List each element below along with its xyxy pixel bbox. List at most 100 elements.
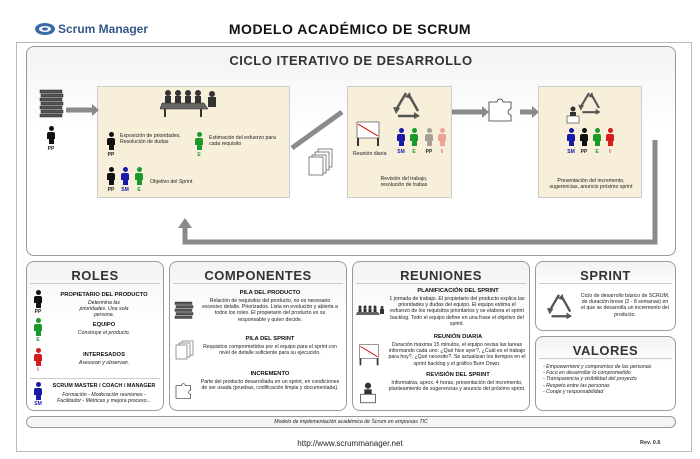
roles-title: ROLES [71,268,119,283]
outer-frame [16,42,692,452]
daily-meeting-icon [356,343,382,367]
product-owner-figure [47,126,55,144]
role-pp-desc: Determina las prioridades. Una sola pers… [79,300,129,319]
team-figure-goal [135,167,143,185]
role-pp-tag: PP [34,309,42,315]
components-panel: COMPONENTES [169,261,347,411]
role-sm-tag: SM [34,401,42,407]
e-label-goal: E [137,187,141,193]
page-title: MODELO ACADÉMICO DE SCRUM [228,21,472,37]
component-increment-head: INCREMENTO [250,371,290,377]
logo-text: Scrum Manager [58,22,149,36]
sprint-backlog-icon [174,340,194,362]
pp-figure-review [580,128,588,146]
role-e-figure [34,318,42,336]
logo: Scrum Manager [34,20,148,38]
i-label-daily: I [441,149,443,155]
e-label-review: E [595,149,599,155]
stakeholder-figure-review [606,128,614,146]
meeting-planning-head: PLANIFICACIÓN DEL SPRINT [417,288,499,294]
sprint-title: SPRINT [580,268,631,283]
sprint-review-area [538,86,642,198]
review-meeting-icon [356,382,380,404]
e-label-planning: E [197,152,201,158]
role-i-tag: I [37,367,39,373]
components-title: COMPONENTES [204,268,312,283]
stakeholder-figure-daily [438,128,446,146]
sprint-sep [539,283,672,284]
role-i-head: INTERESADOS [83,352,125,358]
meeting-daily-desc: Duración máxima 15 minutos, el equipo re… [388,342,526,367]
recycle-icon [388,90,424,120]
roles-sep [30,283,160,284]
value-item: - Empowerment y compromiso de las person… [543,364,652,370]
component-sprint-backlog-head: PILA DEL SPRINT [245,336,295,342]
roles-sep-2 [30,378,160,379]
role-i-figure [34,348,42,366]
pp-label-planning: PP [107,152,115,158]
pp-figure-planning [107,132,115,150]
values-sep [539,358,672,359]
revision-label: Rev. 0.6 [640,440,661,446]
pp-label-goal: PP [107,187,115,193]
planning-text-1: Exposición de prioridades. Resolución de… [120,133,181,146]
product-backlog-icon [174,300,194,322]
cycle-title: CICLO ITERATIVO DE DESARROLLO [229,53,473,68]
role-e-desc: Construye el producto. [77,330,131,336]
meeting-daily-head: REUNIÓN DIARIA [433,334,483,340]
daily-label: Reunión diaria [353,151,387,157]
team-figure-review [593,128,601,146]
pp-label-daily: PP [425,149,433,155]
burndown-chart-icon [353,120,383,148]
component-product-backlog-head: PILA DEL PRODUCTO [239,290,301,296]
footer-url[interactable]: http://www.scrummanager.net [297,439,403,448]
recycle-icon-review [574,90,604,116]
team-figure-daily [410,128,418,146]
presenter-icon [565,106,581,124]
meetings-sep [356,283,526,284]
daily-desc: Revisión del trabajo, resolución de trab… [380,176,428,189]
logo-icon [35,23,55,35]
footer-caption: Modelo de implementación académica de Sc… [274,419,428,425]
values-title: VALORES [572,343,639,358]
increment-icon [174,381,194,401]
sm-figure-daily [397,128,405,146]
sm-label-review: SM [567,149,575,155]
pp-label-review: PP [580,149,588,155]
meeting-planning-desc: 1 jornada de trabajo. El propietario del… [389,296,525,327]
sm-label-daily: SM [397,149,405,155]
component-increment-desc: Parte del producto desarrollada en un sp… [200,379,340,392]
value-item: - Transparencia y visibilidad del proyec… [543,376,637,383]
flow-arrows [66,104,658,245]
role-sm-desc: Formación - Moderación reuniones - Facil… [57,392,151,405]
sm-figure-review [567,128,575,146]
sprint-cycle-icon [542,292,576,320]
i-label-review: I [609,149,611,155]
planning-text-2: Estimación del esfuerzo para cada requis… [209,135,276,148]
planning-meeting-icon [356,303,386,321]
sprint-goal-text: Objetivo del Sprint [150,179,193,185]
increment-puzzle-icon [486,96,516,124]
role-pp-figure [34,290,42,308]
review-desc: Presentación del incremento, sugerencias… [549,178,633,191]
pp-figure-daily [425,128,433,146]
values-list: - Empowerment y compromiso de las person… [543,364,671,395]
component-product-backlog-desc: Relación de requisitos del producto, no … [202,298,338,323]
pp-figure-goal [107,167,115,185]
sm-label-goal: SM [121,187,129,193]
role-pp-head: PROPIETARIO DEL PRODUCTO [60,292,148,298]
value-item: - Respeto entre las personas [543,382,610,389]
meeting-review-desc: Informativa, aprox. 4 horas, presentació… [388,380,526,393]
footer-caption-box [26,416,676,428]
meeting-table-icon [159,88,220,118]
role-e-head: EQUIPO [92,322,116,328]
sm-figure-goal [121,167,129,185]
role-sm-figure [34,382,42,400]
component-sprint-backlog-desc: Requisitos comprometidos por el equipo p… [203,344,337,357]
team-figure-planning [195,132,203,150]
value-item: - Coraje y responsabilidad [543,388,604,395]
role-i-desc: Asesoran y observan. [78,360,130,366]
values-panel: VALORES [535,336,676,411]
e-label-daily: E [412,149,416,155]
sprint-desc: Ciclo de desarrollo básico de SCRUM, de … [580,293,670,318]
